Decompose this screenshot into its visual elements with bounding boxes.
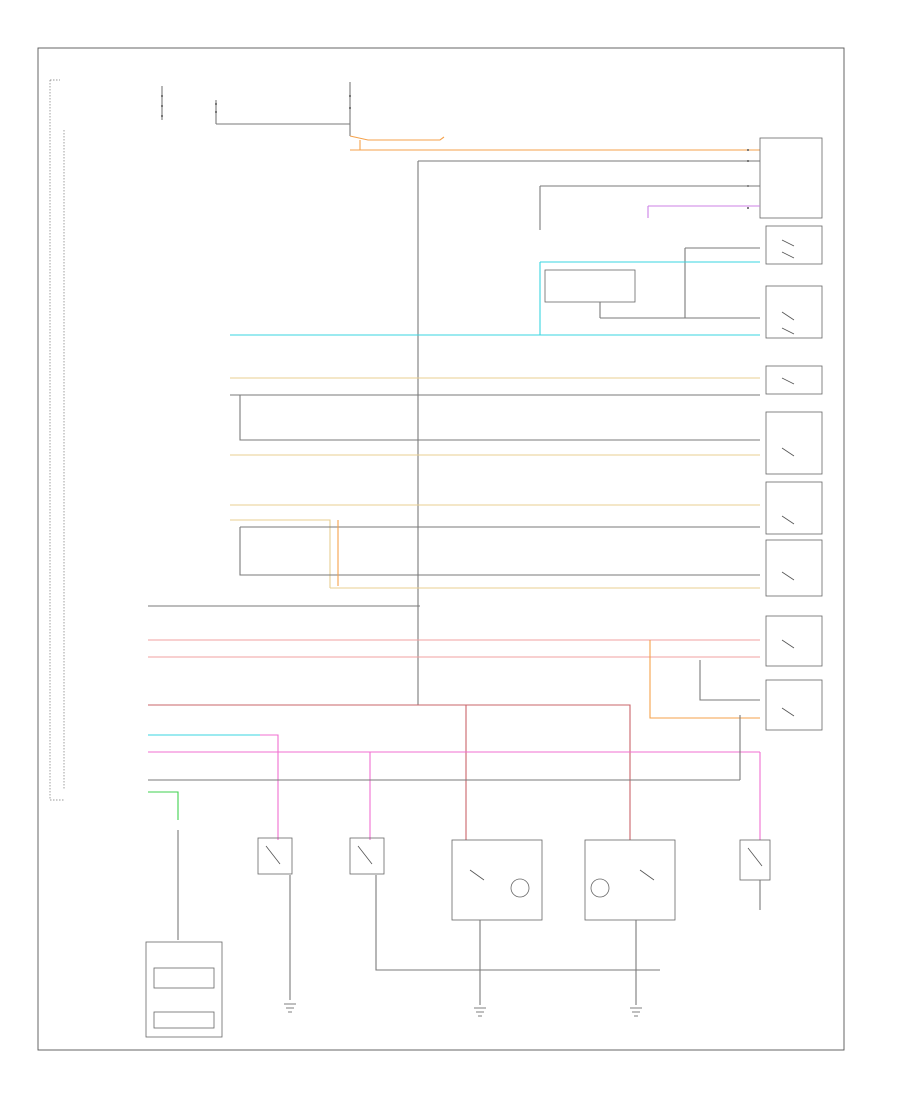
- right-switch-column: [765, 225, 823, 731]
- ground-symbols: [284, 1003, 642, 1017]
- mid-label-box: [544, 269, 760, 319]
- ground-trunk-wire: [417, 160, 760, 705]
- lower-wires: [148, 605, 761, 840]
- top-fuse-block-left: [161, 86, 350, 125]
- diagram-frame: [37, 47, 845, 1051]
- upper-branch-wires: [539, 185, 760, 318]
- battery-feed-wires: [349, 135, 760, 151]
- bottom-components: [177, 830, 771, 1005]
- tan-wires: [230, 377, 760, 589]
- left-control-module: [49, 79, 65, 801]
- bottom-left-module: [145, 941, 223, 1038]
- top-fuse-block-right: [349, 82, 351, 136]
- cyan-wires: [148, 261, 760, 736]
